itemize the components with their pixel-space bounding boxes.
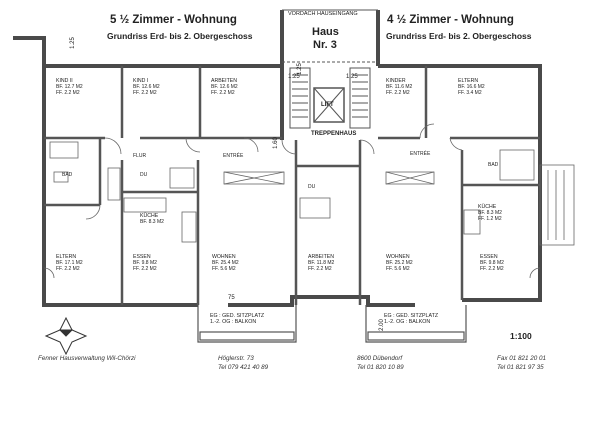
dim-1-25-b: 1.25 (288, 74, 300, 80)
dim-75: 75 (228, 295, 235, 301)
dim-1-25-c: 1.25 (296, 63, 303, 75)
dim-1-25-a: 1.25 (69, 37, 76, 49)
right-subtitle: Grundriss Erd- bis 2. Obergeschoss (386, 31, 532, 41)
left-title: 5 ½ Zimmer - Wohnung (110, 14, 237, 26)
du-left-label: DU (140, 172, 148, 178)
footer-street: Höglerstr. 73 (218, 355, 254, 362)
balconies (197, 305, 467, 343)
bad-right-label: BAD (488, 162, 499, 168)
bad-left-label: BAD (62, 172, 73, 178)
fixtures (49, 141, 575, 246)
right-title: 4 ½ Zimmer - Wohnung (387, 14, 514, 26)
compass-icon (44, 316, 88, 356)
dim-1-25-d: 1.25 (346, 74, 358, 80)
entrance-label: VORDACH HAUSEINGANG (288, 11, 358, 17)
entree-right-label: ENTRÉE (410, 151, 431, 157)
stair-core (282, 9, 378, 129)
haus-number: Nr. 3 (313, 39, 337, 51)
footer-tel-3: Tel 01 821 97 35 (497, 364, 544, 371)
interior-walls (44, 66, 540, 305)
footer-tel-2: Tel 01 820 10 89 (357, 364, 404, 371)
scale-label: 1:100 (510, 331, 532, 341)
footer-fax: Fax 01 821 20 01 (497, 355, 547, 362)
dim-1-60: 1.60 (272, 137, 279, 149)
flur-label: FLUR (133, 153, 147, 159)
haus-label: Haus (312, 26, 339, 38)
footer-tel-1: Tel 079 421 40 89 (218, 364, 269, 371)
footer-company: Fenner Hausverwaltung Wil-Chörzi (38, 355, 136, 362)
du-right-label: DU (308, 184, 316, 190)
stairs-label: TREPPENHAUS (311, 131, 357, 137)
door-swings (43, 123, 541, 279)
lift-label: LIFT (321, 102, 334, 108)
footer-city: 8600 Dübendorf (357, 355, 403, 362)
entree-left-label: ENTRÉE (223, 153, 244, 159)
left-subtitle: Grundriss Erd- bis 2. Obergeschoss (107, 31, 253, 41)
